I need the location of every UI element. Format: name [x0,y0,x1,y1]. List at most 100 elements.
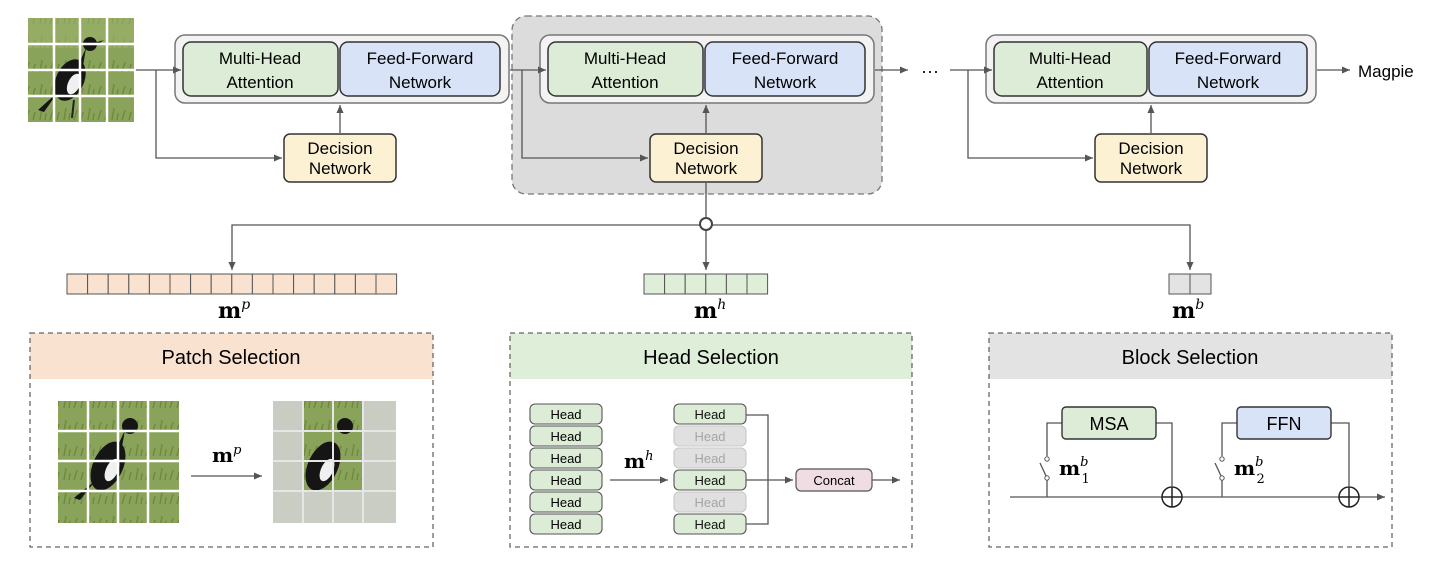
block-1-mha-line1: Multi-Head [219,49,301,68]
mask-patch-cell [375,273,398,295]
head-box-dropped [673,447,747,469]
block-2-decision [649,133,763,183]
block-2-mha-line1: Multi-Head [584,49,666,68]
head-label: Head [550,407,581,422]
head-label-dropped: Head [694,495,725,510]
mask-head-cell [664,273,686,295]
head-label-selected: Head [694,473,725,488]
mask-patch-cell [87,273,109,295]
patch-selected-image [273,401,396,523]
mask-patch-cell [190,273,212,295]
mask-patch-cell [231,273,253,295]
msa-box [1061,406,1157,440]
mask-head-cell [643,273,666,295]
mask-head-cell [746,273,769,295]
mask-block-label: mb [1172,297,1204,324]
flow-arrows [136,66,1350,270]
block-3-decision [1094,133,1208,183]
mask-patch-cell [334,273,356,295]
block-3-mha-line2: Attention [1036,73,1103,92]
split-node [699,217,713,231]
transformer-block-2: Multi-Head Attention Feed-Forward Networ… [539,34,875,183]
block-3-mha-line1: Multi-Head [1029,49,1111,68]
mask-patch-cell [107,273,130,295]
block-2-ffn-line1: Feed-Forward [732,49,839,68]
head-label-selected: Head [694,407,725,422]
block-panel-title: Block Selection [1122,347,1259,369]
mask-block-cell [1189,273,1212,295]
head-box [529,425,603,447]
patch-panel-header [30,333,433,379]
block-3-mha [993,41,1148,97]
mask-vector-block [1168,273,1212,295]
patch-selection-panel: Patch Selection mp [29,332,434,548]
mask-block-cell [1168,273,1191,295]
head-label: Head [550,451,581,466]
mask-head-cell [705,273,727,295]
patch-original-image [58,401,179,523]
head-box-dropped [673,425,747,447]
head-panel-header [510,333,912,379]
block-3-ffn-line2: Network [1197,73,1260,92]
block-1-ffn [339,41,501,97]
block-1-decision-line1: Decision [307,139,372,158]
head-label: Head [550,517,581,532]
ffn-label: FFN [1267,414,1302,434]
mask-head-cell [725,273,748,295]
head-selection-panel: Head Selection HeadHeadHeadHeadHeadHead … [509,332,913,548]
head-box-dropped [673,491,747,513]
msa-label: MSA [1089,414,1128,434]
head-panel-title: Head Selection [643,347,779,369]
patch-arrow-mask-label: mp [212,443,242,467]
ellipsis: ··· [921,61,939,81]
block-1-mha-line2: Attention [226,73,293,92]
concat-connectors [746,414,900,525]
block-3-decision-line1: Decision [1118,139,1183,158]
block-3-decision-line2: Network [1120,159,1183,178]
block-3-ffn-line1: Feed-Forward [1175,49,1282,68]
block-3-ffn [1148,41,1308,97]
msa-branch [1039,422,1173,497]
input-image [28,18,134,122]
mask-vector-patch [66,273,398,295]
mask-head-cell [684,273,707,295]
output-label: Magpie [1358,62,1414,81]
head-label-dropped: Head [694,429,725,444]
mask-patch-cell [169,273,192,295]
transformer-block-1: Multi-Head Attention Feed-Forward Networ… [174,34,510,183]
head-box [529,513,603,535]
patch-panel-title: Patch Selection [162,347,301,369]
block-2-decision-line1: Decision [673,139,738,158]
head-label: Head [550,473,581,488]
concat-box [795,468,873,492]
mask-patch-cell [272,273,295,295]
head-box [529,403,603,425]
head-arrow-mask-label: mh [624,449,654,473]
head-box [529,469,603,491]
head-label: Head [550,495,581,510]
head-label-dropped: Head [694,451,725,466]
patch-grid-lines [28,18,134,122]
block-2-mha [547,41,704,97]
block-1-decision [283,133,397,183]
mask-patch-cell [354,273,377,295]
mask-patch-cell [293,273,315,295]
mask-vector-head [643,273,769,295]
head-label: Head [550,429,581,444]
mask-patch-cell [313,273,336,295]
mask-patch-label: mp [218,297,250,324]
ffn-branch [1214,422,1350,497]
block-2-ffn [704,41,866,97]
block-1-decision-line2: Network [309,159,372,178]
concat-label: Concat [813,473,855,488]
ffn-box [1236,406,1332,440]
mask-head-label: mh [694,297,726,324]
mask-patch-cell [251,273,274,295]
block-2-ffn-line2: Network [754,73,817,92]
